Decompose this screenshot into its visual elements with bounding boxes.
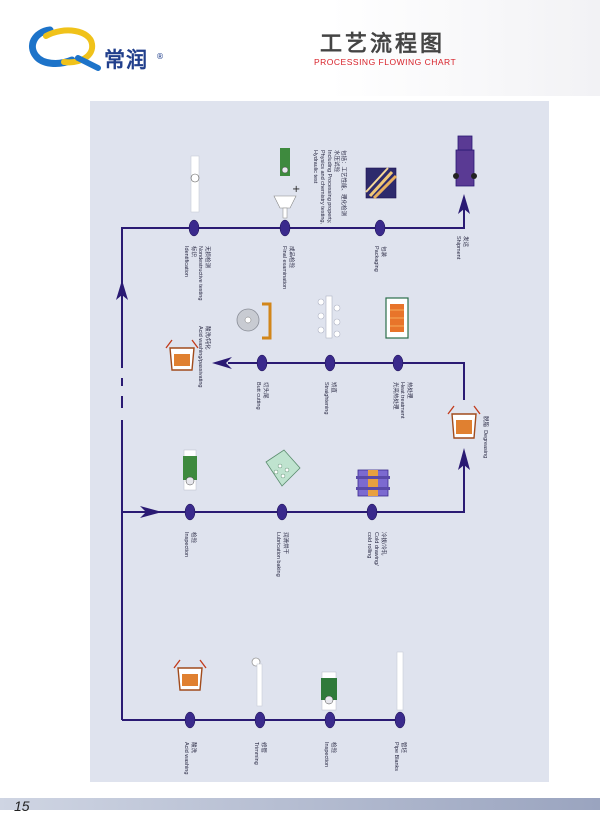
acid-tank-icon — [173, 659, 207, 691]
flow-line-degrease-up — [228, 362, 465, 400]
page-subtitle: PROCESSING FLOWING CHART — [314, 57, 457, 67]
flow-chart-panel — [90, 101, 549, 782]
flow-arrowheads — [116, 194, 470, 518]
packaging-bundle-icon — [365, 167, 398, 200]
node-lubrication-baking — [276, 503, 288, 521]
node-cold-drawing — [366, 503, 378, 521]
node-butt-cutting — [256, 354, 268, 372]
footer-bar — [0, 798, 600, 810]
node-packaging — [374, 219, 386, 237]
inspection-gauge-icon — [321, 671, 337, 711]
lubrication-baking-icon — [265, 449, 301, 487]
node-straightening — [324, 354, 336, 372]
flow-line-middle — [122, 452, 465, 513]
page-number: 15 — [14, 798, 30, 814]
final-examination-gauge-icon: + — [273, 148, 300, 219]
arrow-left-upper — [212, 357, 232, 369]
arrow-right-middle — [140, 506, 162, 518]
svg-text:+: + — [292, 184, 300, 195]
brand-name: 常润 — [104, 48, 148, 72]
node-ndt-identification — [188, 219, 200, 237]
trimming-tool-icon — [251, 657, 263, 707]
page-title: 工艺流程图 — [320, 32, 446, 57]
node-inspection-2 — [184, 503, 196, 521]
butt-cutting-saw-icon — [236, 302, 272, 340]
inspection-gauge-icon-2 — [183, 449, 197, 491]
arrow-up-degreasing — [458, 448, 470, 470]
node-acid-washing — [184, 711, 196, 729]
nondestructive-testing-icon — [190, 155, 200, 213]
brand-logo — [29, 26, 101, 71]
arrow-up-shipment — [458, 194, 470, 214]
flow-line-left-top — [121, 198, 465, 368]
acid-passivating-tank-icon — [165, 339, 199, 371]
degreasing-tank-icon — [447, 405, 481, 439]
heat-treatment-furnace-icon — [385, 297, 409, 339]
header-band — [0, 0, 600, 96]
label-degreasing: 脱脂 Degreasing — [482, 416, 488, 459]
shipment-truck-icon — [453, 135, 477, 187]
pipe-blanks-icon — [396, 651, 404, 711]
node-final-examination — [279, 219, 291, 237]
node-trimming — [254, 711, 266, 729]
cold-drawing-mill-icon — [356, 469, 390, 497]
straightening-machine-icon — [317, 295, 341, 339]
node-inspection-1 — [324, 711, 336, 729]
brand-registered-mark: ® — [156, 52, 164, 61]
node-pipe-blanks — [394, 711, 406, 729]
arrow-up-left-upper — [116, 280, 128, 300]
node-heat-treatment — [392, 354, 404, 372]
